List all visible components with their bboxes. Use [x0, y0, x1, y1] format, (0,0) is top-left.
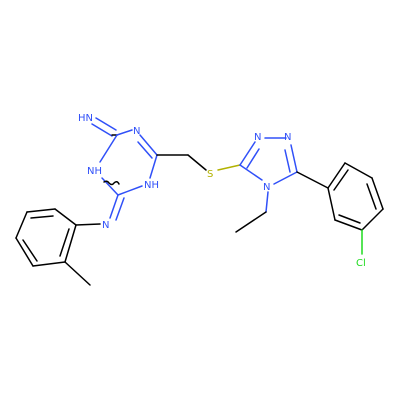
- atom-triazine-n-top: N: [133, 126, 140, 137]
- atom-imine-hn: HN: [78, 113, 93, 124]
- bond-cp-4: [361, 208, 384, 231]
- bond-tol-6b: [59, 228, 70, 257]
- bond-cp-1b: [333, 169, 349, 191]
- bond-tol-2b: [30, 215, 54, 219]
- bond-ch2-s: [187, 154, 207, 171]
- bond-tol-4: [15, 237, 34, 267]
- bond-tz-n1-c5: [290, 144, 298, 173]
- bond-c3-n4: [149, 154, 158, 179]
- bond-c5-n-anil: [109, 194, 119, 219]
- bond-n2-c3: [139, 134, 158, 156]
- bond-c5-n-anil-dbl: [115, 197, 125, 221]
- bond-tol-5: [32, 261, 66, 267]
- bond-n2-c3-dbl: [137, 141, 153, 159]
- bond-cp-1: [327, 162, 346, 189]
- bond-n-aryl: [75, 223, 101, 226]
- bond-cp-3: [371, 177, 384, 210]
- bond-methyl: [64, 261, 91, 286]
- bond-c5-n6: [101, 177, 119, 196]
- bond-tz-c3-n2: [239, 141, 256, 166]
- atom-triazine-nh-right: NH: [144, 180, 159, 191]
- bond-tz-c3-n2-dbl: [246, 148, 260, 169]
- bond-tz-n4-c3: [239, 164, 263, 181]
- bond-cp-6: [327, 187, 336, 221]
- atom-sulfur: S: [207, 169, 213, 180]
- bond-imine-2: [91, 123, 113, 137]
- bond-tol-4b: [22, 239, 38, 262]
- bond-s-c: [217, 164, 241, 171]
- bond-imine-1: [95, 117, 117, 131]
- atom-anilino-n: N: [102, 220, 109, 231]
- bond-tol-6: [64, 224, 77, 263]
- bond-tol-3: [15, 211, 28, 239]
- bond-tol-2: [26, 208, 56, 213]
- bond-tz-c5-n4: [273, 171, 298, 185]
- bond-wavy: [103, 180, 120, 186]
- atom-triazole-n2: N: [254, 132, 261, 143]
- bond-tol-1: [54, 208, 77, 226]
- bond-tz-n1-c5-dbl: [284, 149, 291, 173]
- bond-n4-ethyl: [265, 191, 269, 213]
- bond-c5-aryl: [296, 171, 329, 189]
- bond-cp-2: [344, 162, 373, 179]
- bond-c1-n2: [116, 129, 133, 136]
- atom-triazole-n4: N: [263, 182, 270, 193]
- atom-triazine-nh-left: NH: [87, 166, 102, 177]
- bond-cp-5: [334, 219, 363, 231]
- bond-ethyl: [235, 211, 267, 233]
- bond-n6-c1: [99, 134, 118, 163]
- atom-triazole-n1: N: [284, 132, 291, 143]
- bond-cp-3b: [366, 183, 377, 210]
- bond-n4-c5: [117, 185, 143, 196]
- atom-chlorine: Cl: [356, 258, 366, 269]
- bond-cp-5b: [338, 214, 361, 224]
